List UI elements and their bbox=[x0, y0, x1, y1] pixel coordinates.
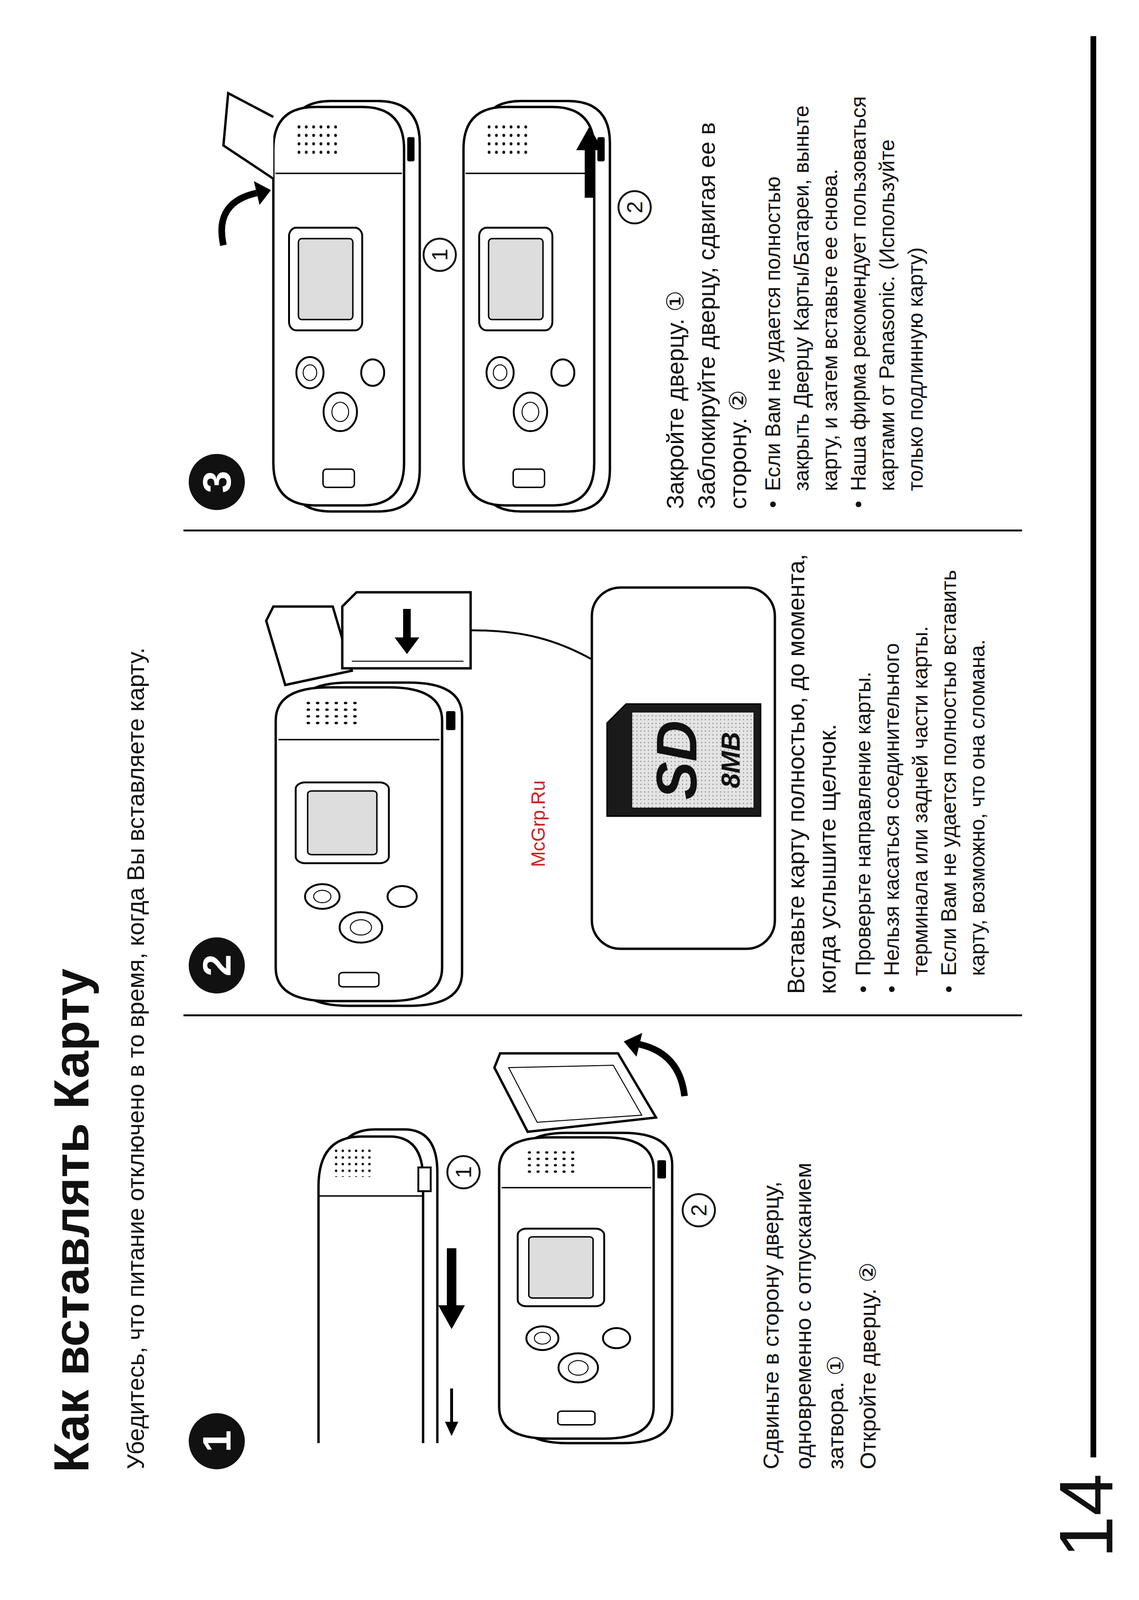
step-text: Откройте дверцу. ② bbox=[851, 1117, 885, 1470]
text-column: Убедитесь, что питание отключено в то вр… bbox=[121, 280, 151, 1470]
recorder-card-insert bbox=[275, 682, 463, 1006]
recorder-door-locked bbox=[463, 100, 610, 512]
number-text: 1 bbox=[196, 1430, 237, 1453]
card-callout bbox=[591, 587, 775, 949]
recorder-open-door bbox=[499, 1132, 673, 1444]
recorder-open-door bbox=[623, 1032, 643, 1057]
number-text: 2 bbox=[687, 1204, 710, 1217]
recorder-door-closing bbox=[221, 193, 257, 246]
recorder-card-insert bbox=[266, 592, 591, 1006]
text-column: 14 bbox=[1048, 1453, 1125, 1559]
recorder-door-closing bbox=[223, 93, 274, 179]
callout-number: 2 bbox=[617, 190, 652, 225]
latch-closeup bbox=[319, 1195, 423, 1197]
recorder-door-closing bbox=[221, 93, 420, 512]
number-text: 1 bbox=[452, 1166, 475, 1179]
page-rule bbox=[1090, 36, 1097, 1458]
step-number: 1 bbox=[188, 1413, 245, 1470]
callout-number: 1 bbox=[422, 237, 457, 272]
recorder-card-insert bbox=[351, 660, 464, 662]
page-number: 14 bbox=[1048, 1453, 1125, 1559]
title-block: Как вставлять Карту bbox=[41, 968, 101, 1473]
card-logo: SD bbox=[645, 704, 708, 817]
bullet-note: Нельзя касаться соединительного терминал… bbox=[877, 542, 935, 995]
recorder-card-insert bbox=[394, 608, 420, 655]
page-title: Как вставлять Карту bbox=[41, 968, 101, 1473]
card-capacity: 8MB bbox=[715, 704, 746, 817]
number-text: 1 bbox=[428, 248, 451, 261]
callout-number: 2 bbox=[681, 1193, 716, 1228]
column-divider bbox=[183, 1014, 1023, 1017]
number-text: 2 bbox=[196, 954, 237, 977]
latch-closeup bbox=[318, 1136, 424, 1444]
latch-closeup bbox=[318, 1129, 465, 1444]
recorder-open-door bbox=[639, 1044, 685, 1097]
text-column: Сдвиньте в сторону дверцу, одновременно … bbox=[754, 1117, 885, 1470]
recorder-card-insert bbox=[266, 606, 352, 686]
callout-number: 1 bbox=[446, 1155, 481, 1190]
column-divider bbox=[183, 530, 1023, 1016]
recorder-open-door bbox=[494, 1053, 657, 1132]
number-text: 3 bbox=[196, 471, 237, 494]
step-text: Вставьте карту полностью, до момента, ко… bbox=[780, 542, 844, 995]
card-callout bbox=[591, 587, 775, 949]
text-column: Вставьте карту полностью, до момента, ко… bbox=[780, 542, 992, 995]
bullet-note: Проверьте направление карты. bbox=[849, 542, 878, 995]
watermark: McGrp.Ru bbox=[526, 724, 550, 868]
recorder-door-locked bbox=[576, 126, 603, 198]
text-column: McGrp.Ru bbox=[526, 724, 550, 868]
recorder-card-insert bbox=[471, 630, 591, 659]
recorder-open-door bbox=[508, 1065, 642, 1123]
latch-closeup bbox=[332, 1148, 371, 1178]
latch-closeup bbox=[418, 1167, 431, 1192]
column-divider bbox=[183, 529, 1023, 532]
text-column: Закройте дверцу. ①Заблокируйте дверцу, с… bbox=[659, 95, 930, 510]
recorder-card-insert bbox=[342, 592, 471, 669]
step-text: Закройте дверцу. ① bbox=[659, 95, 692, 510]
step-number: 3 bbox=[188, 453, 245, 511]
latch-closeup bbox=[444, 1421, 459, 1437]
bullet-note: Если Вам не удается полностью закрыть Дв… bbox=[758, 95, 845, 510]
instruction-note: Убедитесь, что питание отключено в то вр… bbox=[121, 280, 151, 1470]
recorder-open-door bbox=[494, 1032, 685, 1444]
text-column: 8MB bbox=[715, 704, 746, 817]
card-callout bbox=[607, 704, 761, 817]
step-number: 2 bbox=[188, 937, 245, 994]
step-text: Заблокируйте дверцу, сдвигая ее в сторон… bbox=[691, 95, 754, 510]
bullet-note: Наша фирма рекомендует пользоваться карт… bbox=[844, 95, 930, 510]
step-text: Сдвиньте в сторону дверцу, одновременно … bbox=[754, 1117, 852, 1470]
recorder-door-closing bbox=[273, 100, 420, 512]
latch-closeup bbox=[438, 1248, 465, 1330]
bullet-note: Если Вам не удается полностью вставить к… bbox=[934, 542, 992, 995]
number-text: 2 bbox=[623, 201, 646, 214]
text-column: SD bbox=[645, 704, 708, 817]
latch-closeup bbox=[450, 1388, 454, 1424]
recorder-door-locked bbox=[463, 100, 610, 512]
recorder-door-closing bbox=[253, 181, 271, 205]
